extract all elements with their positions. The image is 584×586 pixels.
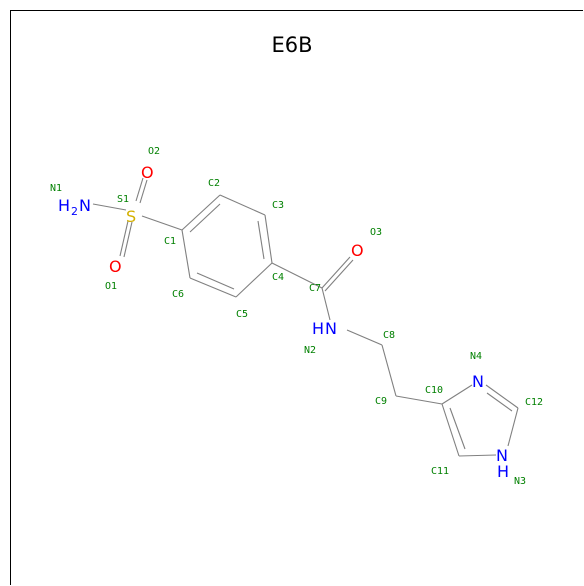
label-o2: O2 xyxy=(148,146,160,157)
bond-c2-c3 xyxy=(219,194,266,216)
bond-c12-n3 xyxy=(507,407,519,447)
bonds xyxy=(92,177,519,457)
bond-c6-c1 xyxy=(181,229,191,279)
atom-ring-n3: N xyxy=(496,446,508,465)
bond-c4-c5 xyxy=(235,262,273,298)
bond-c5-c6 xyxy=(189,277,237,298)
label-n4: N4 xyxy=(470,351,482,362)
atom-amide-n: N xyxy=(325,319,337,338)
diagram-title: E6B xyxy=(271,33,312,57)
label-c3: C3 xyxy=(272,200,284,211)
bond-c9-c10 xyxy=(395,395,443,405)
label-n3: N3 xyxy=(514,476,526,487)
label-o3: O3 xyxy=(370,227,382,238)
bond-c11-c10-inner xyxy=(449,407,466,450)
bond-n3-c11 xyxy=(458,454,497,457)
atom-oxygen-o2: O xyxy=(141,163,154,182)
bond-c3-c4 xyxy=(264,214,273,264)
bond-c4-c7 xyxy=(271,262,323,289)
label-o1: O1 xyxy=(105,281,117,292)
bond-c10-n4 xyxy=(441,384,473,405)
bond-c7-o3-b xyxy=(324,259,354,292)
label-c7: C7 xyxy=(309,283,321,294)
label-c12: C12 xyxy=(525,397,543,408)
atom-ring-n3-h: H xyxy=(497,462,509,481)
bond-c5-c6-inner xyxy=(196,272,235,290)
atom-nh2-sub: 2 xyxy=(71,205,78,218)
bond-c11-c10 xyxy=(441,403,460,457)
label-c5: C5 xyxy=(236,309,248,320)
atom-index-labels: N1 S1 O2 O1 C1 C2 C3 C4 C5 C6 O3 C7 N2 C… xyxy=(50,146,543,487)
label-s1: S1 xyxy=(117,194,129,205)
bond-c3-c4-inner xyxy=(257,220,265,260)
atom-nh2-h: H xyxy=(58,196,70,215)
bond-s1-n1 xyxy=(92,203,127,211)
bond-s1-o2-a xyxy=(135,177,144,202)
bond-n2-c8 xyxy=(346,329,383,346)
bond-c7-n2 xyxy=(321,287,331,321)
bond-c1-c2 xyxy=(181,194,221,231)
bond-n4-c12-inner xyxy=(486,392,513,412)
bond-s1-o1-b xyxy=(123,221,133,258)
label-c4: C4 xyxy=(272,272,284,283)
atom-nh2-n: N xyxy=(79,196,91,215)
label-n2: N2 xyxy=(304,345,316,356)
label-c10: C10 xyxy=(425,385,443,396)
diagram-frame xyxy=(10,10,583,585)
label-c8: C8 xyxy=(383,330,395,341)
atom-ring-n4: N xyxy=(472,372,484,391)
label-c11: C11 xyxy=(431,466,449,477)
bond-s1-o1-a xyxy=(119,220,129,257)
bond-s1-c1 xyxy=(141,215,183,231)
label-n1: N1 xyxy=(50,183,62,194)
label-c6: C6 xyxy=(172,289,184,300)
atom-sulfur: S xyxy=(126,207,136,226)
atom-oxygen-o3: O xyxy=(351,241,364,260)
atom-oxygen-o1: O xyxy=(109,257,122,276)
atom-symbols: H 2 N S O O O H N N N H xyxy=(58,163,509,481)
label-c1: C1 xyxy=(164,236,176,247)
bond-c8-c9 xyxy=(381,344,397,397)
bond-n4-c12 xyxy=(485,384,519,409)
bond-c1-c2-inner xyxy=(189,203,221,233)
label-c2: C2 xyxy=(208,178,220,189)
label-c9: C9 xyxy=(375,396,387,407)
bond-c7-o3-a xyxy=(321,256,351,289)
atom-amide-h: H xyxy=(312,319,324,338)
bond-s1-o2-b xyxy=(139,179,148,204)
